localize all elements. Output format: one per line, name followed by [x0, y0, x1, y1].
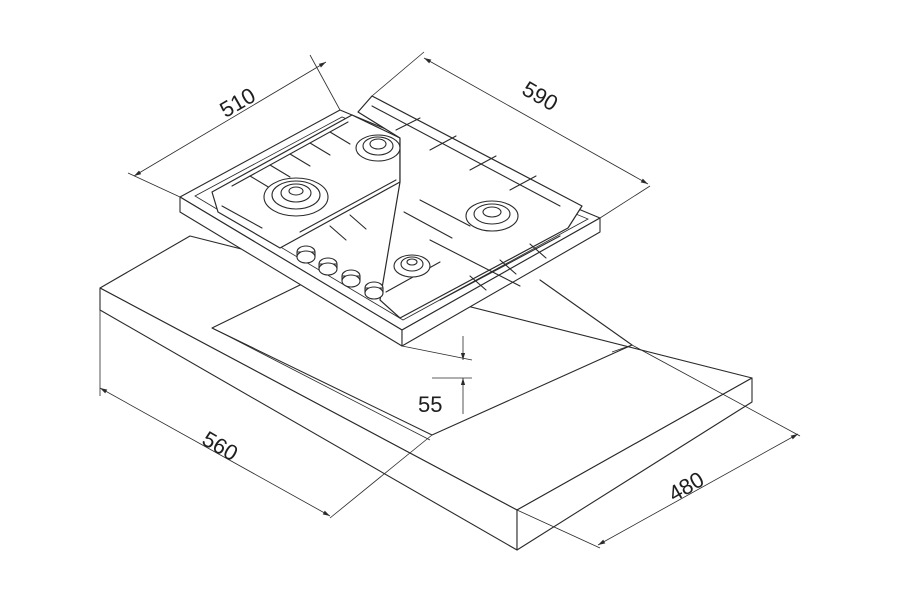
- control-knobs: [296, 245, 384, 300]
- knob-3: [341, 269, 361, 288]
- burner-right: [465, 200, 519, 232]
- cutout-inner-wall: [211, 327, 431, 441]
- knob-2: [318, 257, 338, 276]
- dimension-510-label: 510: [215, 83, 259, 123]
- dimension-590-label: 590: [518, 76, 562, 116]
- dimension-560-label: 560: [198, 426, 242, 466]
- burner-front-small: [393, 254, 431, 278]
- dimension-55-label: 55: [418, 392, 442, 417]
- burner-back-left: [355, 134, 401, 162]
- cutout-inner-wall-right: [611, 344, 633, 353]
- burner-wok: [263, 177, 329, 217]
- dimension-55: 55: [401, 336, 473, 417]
- dimension-480-label: 480: [664, 467, 708, 507]
- knob-4: [364, 281, 384, 300]
- hob-right-edge: [401, 217, 601, 347]
- knob-1: [296, 245, 316, 264]
